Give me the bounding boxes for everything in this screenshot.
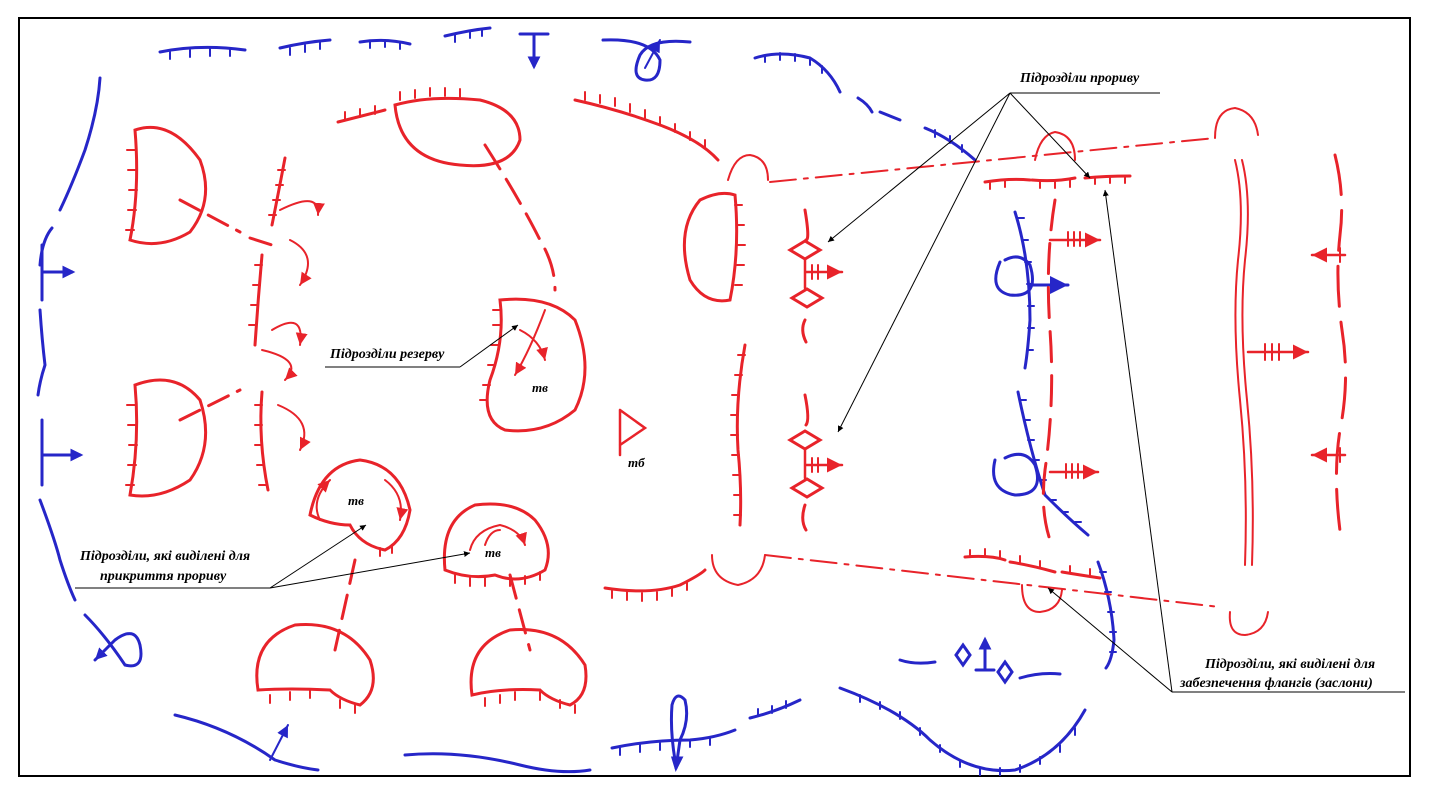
unit-line-left-3 [259, 390, 270, 492]
unit-arc-bottom-2 [469, 627, 588, 707]
unit-line-left-1 [270, 156, 287, 227]
enemy-positions [36, 26, 1117, 776]
semicircle-right-top-2 [1214, 106, 1259, 139]
unit-trench-top-1 [336, 108, 387, 124]
flank-line-mid [1041, 198, 1057, 542]
unit-mark-reserve: тв [532, 380, 548, 395]
enemy-line-left-4 [38, 498, 77, 602]
unit-arc-left-bottom [128, 378, 208, 498]
labels: Підрозділи прориву Підрозділи резерву Пі… [79, 71, 1375, 691]
label-flank-line2: забезпечення флангів (заслони) [1179, 676, 1373, 691]
own-positions [125, 87, 1348, 714]
semicircle-right-bottom-2 [1228, 611, 1269, 637]
unit-arc-reserve [485, 297, 587, 433]
semicircle-bottom-center [711, 554, 766, 587]
semicircle-right-top-1 [1034, 130, 1076, 161]
label-breakthrough: Підрозділи прориву [1019, 71, 1140, 86]
enemy-line-left-1 [58, 76, 102, 212]
unit-arc-cover-2 [442, 502, 550, 581]
unit-trench-top-2 [573, 98, 720, 162]
label-cover-line2: прикриття прориву [100, 569, 227, 584]
semicircle-right-bottom-1 [1021, 584, 1063, 614]
enemy-trench-top-5 [753, 52, 842, 94]
enemy-trench-top-6 [856, 96, 874, 114]
enemy-flank-line-1 [1013, 210, 1032, 370]
enemy-trench-top-4 [443, 26, 492, 38]
flank-trench-bottom [963, 554, 1102, 580]
boundary-line-bottom [764, 554, 1221, 608]
unit-arc-bottom-1 [255, 622, 375, 707]
enemy-loop-right-2 [992, 452, 1039, 497]
unit-mark-cover-2: тв [485, 545, 501, 560]
enemy-flank-arc [1096, 560, 1116, 670]
enemy-loop-bottom-left [83, 613, 143, 668]
enemy-loop-right-1 [994, 255, 1034, 297]
unit-mark-cover-1: тв [348, 493, 364, 508]
enemy-loop-top [601, 38, 692, 82]
unit-mark-battalion: тб [628, 455, 645, 470]
label-cover-line1: Підрозділи, які виділені для [79, 549, 250, 564]
enemy-line-bottom-2 [403, 752, 592, 774]
unit-arc-top [393, 96, 522, 168]
enemy-line-left-2 [38, 226, 54, 267]
unit-arc-cover-1 [308, 458, 412, 552]
command-flag [618, 408, 648, 457]
unit-line-left-2 [253, 253, 264, 347]
label-flank-line1: Підрозділи, які виділені для [1204, 657, 1375, 672]
leader-lines [75, 92, 1405, 693]
enemy-trench-top-2 [278, 38, 332, 50]
unit-trench-bottom [603, 568, 707, 593]
enemy-group-bottom [898, 658, 937, 665]
flank-trench-top [983, 174, 1132, 184]
double-line-1 [1234, 159, 1247, 566]
enemy-trench-top-1 [158, 45, 247, 54]
unit-arc-left-top [128, 125, 208, 246]
diagram-frame [18, 17, 1411, 777]
semicircle-top-center [727, 153, 769, 181]
boundary-line-top [769, 137, 1216, 183]
label-reserve: Підрозділи резерву [329, 347, 445, 362]
unit-arc-center [682, 191, 739, 303]
single-line-right [1333, 153, 1348, 547]
enemy-trench-bottom-2 [838, 686, 1087, 773]
tank-diamond-2 [789, 287, 825, 309]
enemy-trench-bottom-1 [748, 698, 802, 720]
enemy-line-bottom-1 [173, 713, 320, 772]
enemy-line-left-3 [36, 308, 47, 397]
tank-diamond-4 [789, 477, 825, 499]
tank-diamond-1 [787, 239, 823, 261]
tank-diamond-3 [787, 429, 823, 451]
